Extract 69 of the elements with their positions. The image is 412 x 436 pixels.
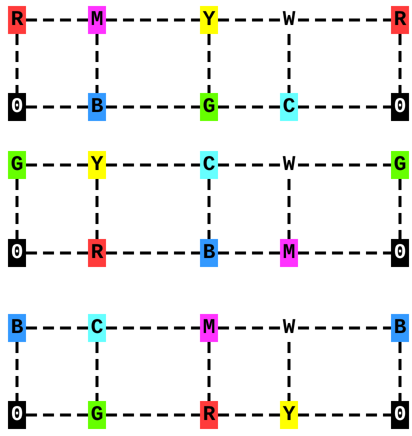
dashed-line (106, 106, 200, 108)
letter-tile: 0 (8, 401, 26, 429)
letter-tile: G (88, 401, 106, 429)
dashed-line (96, 342, 98, 401)
letter-tile: R (8, 6, 26, 34)
dashed-line (298, 326, 391, 330)
letter-tile: 0 (391, 401, 409, 429)
letter-tile: 0 (391, 239, 409, 267)
letter-label: W (280, 151, 298, 179)
dashed-line (208, 34, 210, 93)
letter-tile: R (88, 239, 106, 267)
dashed-line (26, 106, 88, 108)
dashed-line (298, 18, 391, 22)
letter-tile: B (88, 93, 106, 121)
dashed-line (398, 34, 402, 93)
dashed-line (218, 106, 280, 108)
letter-tile: G (200, 93, 218, 121)
dashed-line (96, 179, 98, 239)
dashed-line (208, 179, 210, 239)
letter-label: W (280, 314, 298, 342)
letter-tile: 0 (8, 239, 26, 267)
dashed-line (106, 18, 200, 22)
dashed-line (16, 342, 18, 401)
letter-tile: M (88, 6, 106, 34)
letter-tile: B (200, 239, 218, 267)
dashed-line (106, 326, 200, 330)
letter-tile: M (200, 314, 218, 342)
letter-tile: R (200, 401, 218, 429)
dashed-line (298, 252, 391, 254)
letter-tile: G (391, 151, 409, 179)
dashed-line (288, 179, 290, 239)
letter-tile: 0 (391, 93, 409, 121)
letter-tile: M (280, 239, 298, 267)
dashed-line (218, 326, 280, 330)
letter-tile: C (280, 93, 298, 121)
dashed-line (288, 34, 290, 93)
dashed-line (26, 414, 88, 416)
dashed-line (106, 164, 200, 166)
dashed-line (298, 106, 391, 108)
letter-tile: Y (200, 6, 218, 34)
dashed-line (96, 34, 98, 93)
letter-tile: R (391, 6, 409, 34)
letter-tile: B (8, 314, 26, 342)
dashed-line (218, 252, 280, 254)
dashed-line (398, 179, 402, 239)
letter-tile: 0 (8, 93, 26, 121)
dashed-line (16, 34, 18, 93)
dashed-line (298, 164, 391, 166)
dashed-line (16, 179, 18, 239)
dashed-line (218, 414, 280, 416)
letter-tile: C (88, 314, 106, 342)
dashed-line (106, 252, 200, 254)
dashed-line (398, 342, 402, 401)
letter-tile: G (8, 151, 26, 179)
dashed-line (208, 342, 210, 401)
letter-tile: B (391, 314, 409, 342)
letter-label: W (280, 6, 298, 34)
letter-tile: Y (88, 151, 106, 179)
dashed-line (26, 18, 88, 22)
dashed-line (106, 414, 200, 416)
dashed-line (26, 252, 88, 254)
dashed-line (26, 326, 88, 330)
dashed-line (218, 18, 280, 22)
dashed-line (288, 342, 290, 401)
dashed-line (218, 164, 280, 166)
dashed-line (298, 414, 391, 416)
letter-tile: C (200, 151, 218, 179)
dashed-line (26, 164, 88, 166)
letter-tile: Y (280, 401, 298, 429)
